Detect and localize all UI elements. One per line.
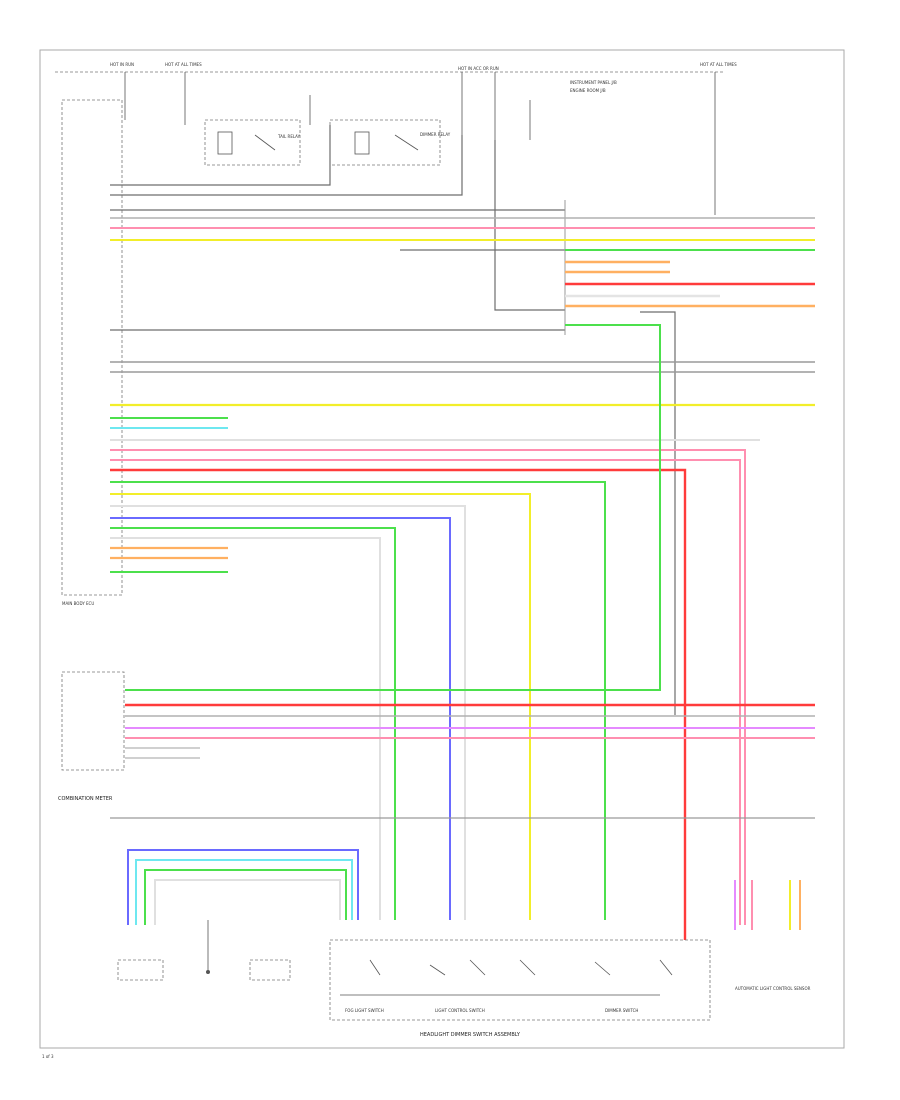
green-vertical-wire <box>125 324 661 691</box>
engine-jb-label: ENGINE ROOM J/B <box>570 88 606 93</box>
svg-text:DIMMER RELAY: DIMMER RELAY <box>420 132 451 137</box>
bottom-left-wire-loop <box>127 849 359 925</box>
fuse-label-3: HOT IN ACC OR RUN <box>458 66 499 71</box>
fuse-drops <box>124 72 716 215</box>
right-block-wires <box>110 217 815 308</box>
combination-meter-box <box>61 671 125 771</box>
lower-ecu-wires <box>110 439 760 940</box>
dimmer-relay: DIMMER RELAY <box>329 119 451 166</box>
auto-light-sensor <box>734 880 801 930</box>
fog-switch-label: FOG LIGHT SWITCH <box>345 1008 384 1013</box>
fuse-label-1: HOT IN RUN <box>110 62 134 67</box>
ecu-green-branches <box>110 417 228 429</box>
light-control-label: LIGHT CONTROL SWITCH <box>435 1008 485 1013</box>
combination-meter-label: COMBINATION METER <box>58 796 113 802</box>
auto-light-sensor-label: AUTOMATIC LIGHT CONTROL SENSOR <box>735 986 811 991</box>
ip-jb-label: INSTRUMENT PANEL J/B <box>570 80 617 85</box>
dimmer-switch-label: DIMMER SWITCH <box>605 1008 638 1013</box>
long-gray-wires <box>110 361 815 373</box>
main-body-ecu-box <box>61 99 123 596</box>
fuse-label-2: HOT AT ALL TIMES <box>165 62 202 67</box>
main-body-ecu-label: MAIN BODY ECU <box>62 601 94 606</box>
lower-left-connectors <box>117 920 291 981</box>
page-id: 1 of 3 <box>42 1054 54 1059</box>
diagram-frame <box>39 49 845 1049</box>
black-wires <box>110 125 676 715</box>
headlight-switch-label: HEADLIGHT DIMMER SWITCH ASSEMBLY <box>420 1032 521 1038</box>
meter-wires <box>125 703 815 759</box>
svg-text:TAIL RELAY: TAIL RELAY <box>277 134 301 139</box>
fuse-label-4: HOT AT ALL TIMES <box>700 62 737 67</box>
switch-contacts <box>369 959 673 976</box>
tail-relay: TAIL RELAY <box>204 119 301 166</box>
headlight-dimmer-switch-box <box>329 939 711 1021</box>
